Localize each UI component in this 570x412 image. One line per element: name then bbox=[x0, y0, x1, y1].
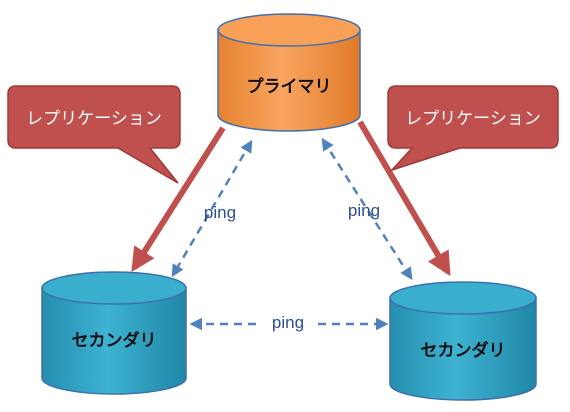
secondary-db-left-label: セカンダリ bbox=[72, 330, 157, 351]
ping-label-bottom-bg bbox=[262, 310, 314, 334]
replication-callout-left-shape bbox=[7, 85, 181, 184]
ping-label-right: ping bbox=[348, 201, 380, 220]
primary-db: プライマリ bbox=[217, 13, 361, 132]
secondary-db-left-body bbox=[41, 287, 187, 395]
replication-callout-right: レプリケーション bbox=[387, 85, 559, 172]
secondary-db-right-top bbox=[389, 281, 537, 315]
replication-callout-left-label: レプリケーション bbox=[26, 109, 162, 129]
replication-callout-right-shape bbox=[387, 85, 559, 172]
secondary-db-left-top bbox=[41, 271, 187, 305]
ping-label-left: ping bbox=[204, 203, 236, 222]
primary-db-label: プライマリ bbox=[247, 76, 332, 97]
ping-arrow-left bbox=[171, 139, 253, 278]
primary-db-top bbox=[217, 13, 361, 47]
replication-callout-right-label: レプリケーション bbox=[405, 109, 541, 129]
ping-label-bottom: ping bbox=[272, 313, 304, 332]
secondary-db-left: セカンダリ bbox=[41, 271, 187, 395]
secondary-db-right: セカンダリ bbox=[389, 281, 537, 401]
secondary-db-right-body bbox=[389, 297, 537, 401]
secondary-db-right-label: セカンダリ bbox=[421, 340, 506, 361]
replication-callout-left: レプリケーション bbox=[7, 85, 181, 184]
primary-db-body bbox=[217, 29, 361, 132]
